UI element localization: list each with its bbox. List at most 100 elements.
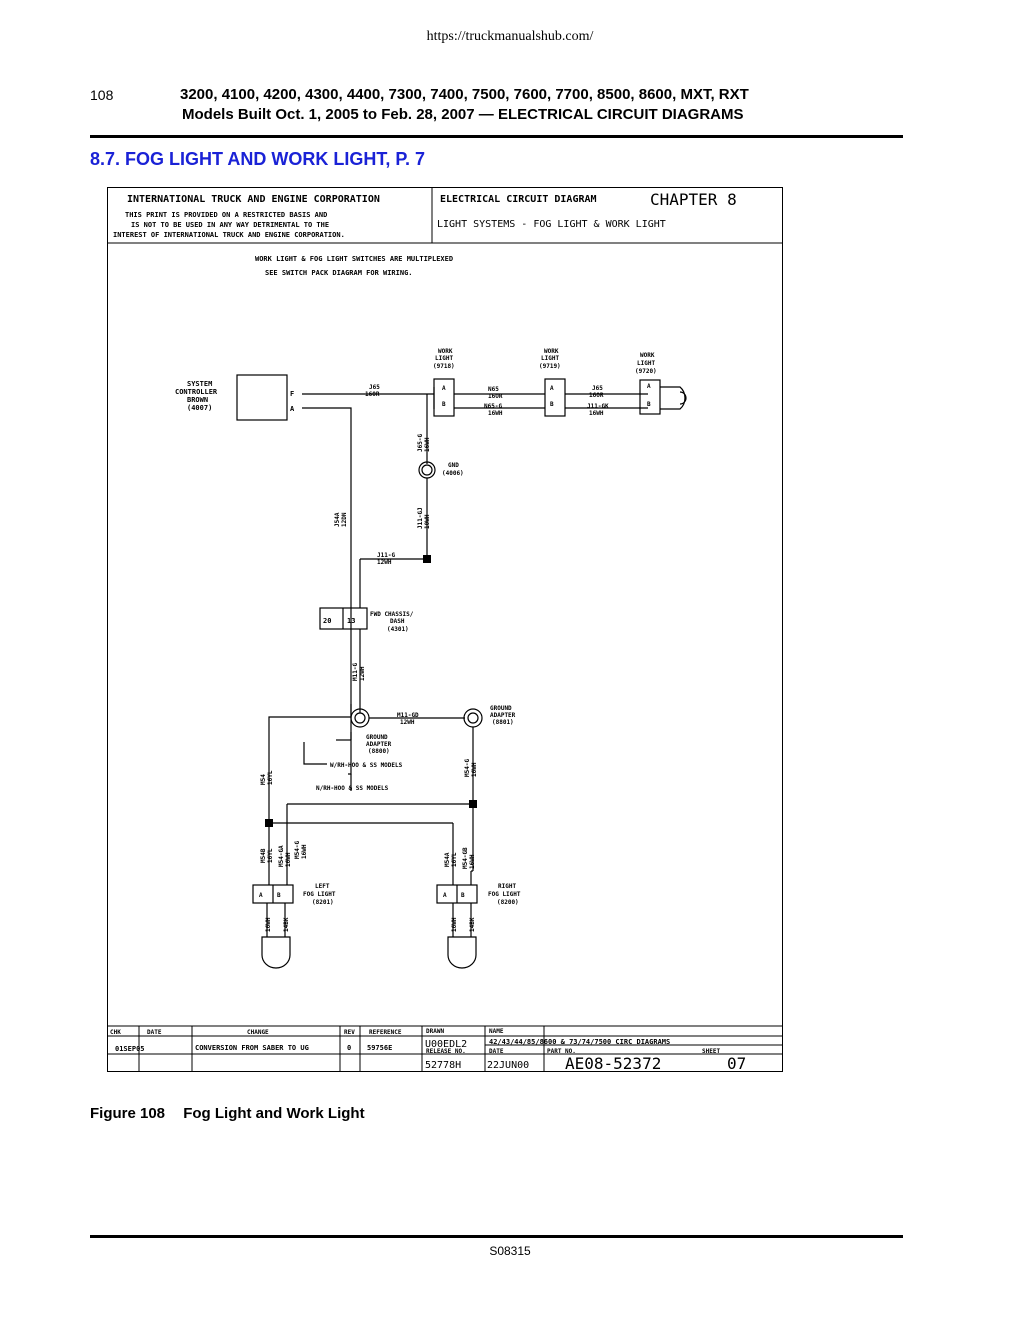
part-number: AE08-52372 [565, 1054, 661, 1073]
diagram-polyline [302, 407, 352, 775]
part-label: PART NO. [547, 1048, 576, 1055]
wl3-pin-b: B [647, 401, 651, 408]
work-light-2-label-3: (9719) [539, 363, 561, 370]
diagram-circle [467, 712, 479, 724]
source-url[interactable]: https://truckmanualshub.com/ [426, 29, 594, 44]
page-number: 108 [90, 87, 114, 103]
work-light-1-label-1: WORK [438, 348, 453, 355]
right-fog-label-1: RIGHT [498, 883, 516, 890]
work-light-3-label-2: LIGHT [637, 360, 655, 367]
wire-m11g-spec: 12WH [359, 666, 366, 681]
ground-adapter-2-label: GROUND [366, 734, 388, 741]
wire-j54a-spec: 12DN [341, 512, 348, 527]
wire-m54-left-spec: 16YL [267, 770, 274, 785]
notice-line-1: THIS PRINT IS PROVIDED ON A RESTRICTED B… [125, 211, 327, 219]
notice-line-2: IS NOT TO BE USED IN ANY WAY DETRIMENTAL… [131, 221, 329, 229]
wire-n65: N65 [488, 386, 499, 393]
diagram-rect [544, 378, 566, 417]
left-fog-pin-a: A [259, 892, 263, 899]
section-title: 8.7. FOG LIGHT AND WORK LIGHT, P. 7 [90, 149, 426, 169]
wire-m11g: M11-G [352, 663, 359, 681]
wire-m54gb-spec: 16WH [469, 854, 476, 869]
ground-adapter-1-type: ADAPTER [490, 712, 516, 719]
wire-left-lamp-1: 16WH [265, 917, 272, 932]
release-label: RELEASE NO. [426, 1048, 466, 1055]
splice-j11 [423, 555, 431, 563]
wire-j11g: J11-G [377, 552, 395, 559]
figure-number: Figure 108 [90, 1105, 166, 1122]
wire-m11gd: M11-GD [397, 712, 419, 719]
footer-code: S08315 [489, 1244, 531, 1258]
work-light-3-label-1: WORK [640, 352, 655, 359]
left-fog-label-2: FOG LIGHT [303, 891, 336, 898]
wire-m54g-right-spec: 16WH [471, 762, 478, 777]
figure-title: Fog Light and Work Light [183, 1105, 365, 1122]
date-label: DATE [489, 1048, 504, 1055]
figure-caption: Figure 108 Fog Light and Work Light [90, 1105, 365, 1122]
work-light-2-label-2: LIGHT [541, 355, 559, 362]
diagram-polyline [268, 704, 352, 871]
release-number: 52778H [425, 1060, 461, 1071]
splice-left [265, 819, 273, 827]
rev-header-chk: CHK [110, 1029, 121, 1036]
option-w-rh: W/RH-HOO & SS MODELS [330, 762, 403, 769]
wire-m54ga: M54-GA [278, 845, 285, 867]
fwd-pin-13: 13 [347, 617, 355, 625]
left-fog-label-1: LEFT [315, 883, 330, 890]
wire-left-lamp-2: 14BK [283, 917, 290, 932]
left-fog-label-3: (8201) [312, 899, 334, 906]
diagram-circle [418, 461, 436, 479]
wire-n65g: N65-G [484, 403, 502, 410]
diagram-path [261, 936, 291, 969]
diagram-path [447, 936, 477, 969]
diagram-circle [354, 712, 366, 724]
rev-number: 0 [347, 1044, 351, 1052]
work-light-3-label-3: (9720) [635, 368, 657, 375]
diagram-path [660, 386, 686, 410]
release-date: 22JUN00 [487, 1060, 529, 1071]
chapter-label: CHAPTER 8 [650, 190, 737, 209]
wire-n65g-spec: 16WH [488, 410, 503, 417]
wire-j54a: J54A [334, 512, 341, 527]
fwd-chassis-label: FWD CHASSIS/ [370, 611, 414, 618]
drawing-name: 42/43/44/85/8600 & 73/74/7500 CIRC DIAGR… [489, 1038, 670, 1046]
notice-line-3: INTEREST OF INTERNATIONAL TRUCK AND ENGI… [113, 231, 345, 239]
name-label: NAME [489, 1028, 504, 1035]
fwd-chassis-number: (4301) [387, 626, 409, 633]
left-fog-pin-b: B [277, 892, 281, 899]
rev-header-change: CHANGE [247, 1029, 269, 1036]
system-label: LIGHT SYSTEMS - FOG LIGHT & WORK LIGHT [437, 219, 666, 230]
controller-label-3: BROWN [187, 396, 208, 404]
controller-pin-f: F [290, 390, 294, 398]
gnd-number: (4006) [442, 470, 464, 477]
wire-m54b: M54B [260, 848, 267, 863]
wire-m54a: M54A [444, 852, 451, 867]
wire-m54a-spec: 16YL [451, 852, 458, 867]
controller-label-2: CONTROLLER [175, 388, 218, 396]
models-header: 3200, 4100, 4200, 4300, 4400, 7300, 7400… [180, 86, 749, 103]
rev-header-date: DATE [147, 1029, 162, 1036]
wire-j65-top-spec: 16OR [365, 391, 380, 398]
rev-date: 01SEP05 [115, 1045, 145, 1053]
footer-rule [90, 1235, 903, 1238]
sheet-number: 07 [727, 1054, 746, 1073]
note-line-2: SEE SWITCH PACK DIAGRAM FOR WIRING. [265, 269, 413, 277]
models-subheader: Models Built Oct. 1, 2005 to Feb. 28, 20… [182, 106, 744, 123]
controller-label-4: (4007) [187, 404, 212, 412]
wire-j11gk-spec: 16WH [589, 410, 604, 417]
wire-j11gj-spec: 10WH [424, 514, 431, 529]
wire-j65g: J65-G [417, 434, 424, 452]
wire-j11gk: J11-GK [587, 403, 609, 410]
work-light-1-label-3: (9718) [433, 363, 455, 370]
wire-right-lamp-2: 14BK [469, 917, 476, 932]
diagram-rect [639, 379, 661, 415]
header-rule [90, 135, 903, 138]
rev-change: CONVERSION FROM SABER TO UG [195, 1044, 309, 1052]
option-n-rh: N/RH-HOO & SS MODELS [316, 785, 389, 792]
wire-j65-top: J65 [369, 384, 380, 391]
right-fog-label-3: (8200) [497, 899, 519, 906]
rev-header-reference: REFERENCE [369, 1029, 402, 1036]
fwd-pin-20: 20 [323, 617, 331, 625]
wire-m54g-inner: M54-G [294, 841, 301, 859]
wl1-pin-b: B [442, 401, 446, 408]
